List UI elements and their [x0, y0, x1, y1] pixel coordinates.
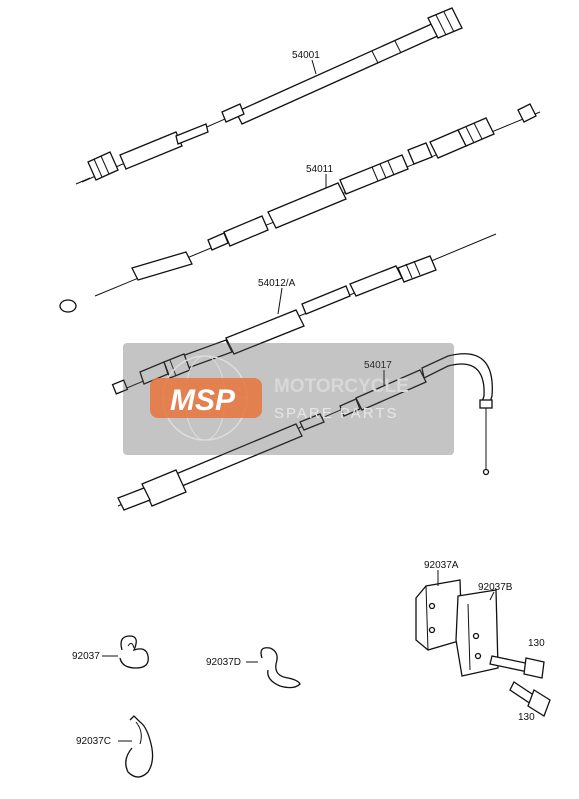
- label-92037: 92037: [72, 651, 100, 662]
- bracket-92037a[interactable]: [415, 579, 463, 651]
- label-54001-group: 54001: [292, 50, 320, 75]
- cable-54017[interactable]: [117, 353, 493, 511]
- label-130-lower: 130: [518, 712, 535, 723]
- label-92037a-group: 92037A: [424, 560, 459, 586]
- label-92037b-group: 92037B: [478, 582, 513, 601]
- bolt-130-upper[interactable]: [489, 655, 545, 679]
- cable-54012a[interactable]: [111, 233, 497, 395]
- label-54012a-group: 54012/A: [258, 278, 296, 315]
- label-92037b: 92037B: [478, 582, 513, 593]
- clamp-92037[interactable]: [119, 635, 149, 669]
- label-54001: 54001: [292, 50, 320, 61]
- label-92037-group: 92037: [72, 651, 118, 662]
- clamp-92037d[interactable]: [260, 647, 301, 689]
- label-130-upper: 130: [528, 638, 545, 649]
- label-92037c: 92037C: [76, 736, 111, 747]
- label-54017-group: 54017: [364, 360, 392, 386]
- label-54011: 54011: [306, 164, 334, 175]
- clamp-92037c[interactable]: [125, 715, 154, 778]
- label-130-lower-group: 130: [518, 712, 535, 723]
- watermark-logo-text: MSP: [170, 384, 236, 417]
- watermark-subtitle: SPARE PARTS: [274, 405, 399, 422]
- label-54017: 54017: [364, 360, 392, 371]
- cable-54001[interactable]: [75, 7, 463, 185]
- label-92037d: 92037D: [206, 657, 241, 668]
- label-130-upper-group: 130: [528, 638, 545, 649]
- watermark-logo: MSP: [150, 355, 262, 441]
- label-92037c-group: 92037C: [76, 736, 132, 747]
- cable-54011[interactable]: [59, 103, 541, 313]
- label-92037a: 92037A: [424, 560, 459, 571]
- bolt-130-lower[interactable]: [509, 681, 551, 717]
- bracket-92037b[interactable]: [455, 589, 499, 677]
- label-92037d-group: 92037D: [206, 657, 258, 668]
- label-54011-group: 54011: [306, 164, 334, 188]
- watermark-title: MOTORCYCLE: [274, 376, 409, 397]
- watermark: MSP MOTORCYCLE SPARE PARTS: [123, 343, 454, 455]
- label-54012a: 54012/A: [258, 278, 296, 289]
